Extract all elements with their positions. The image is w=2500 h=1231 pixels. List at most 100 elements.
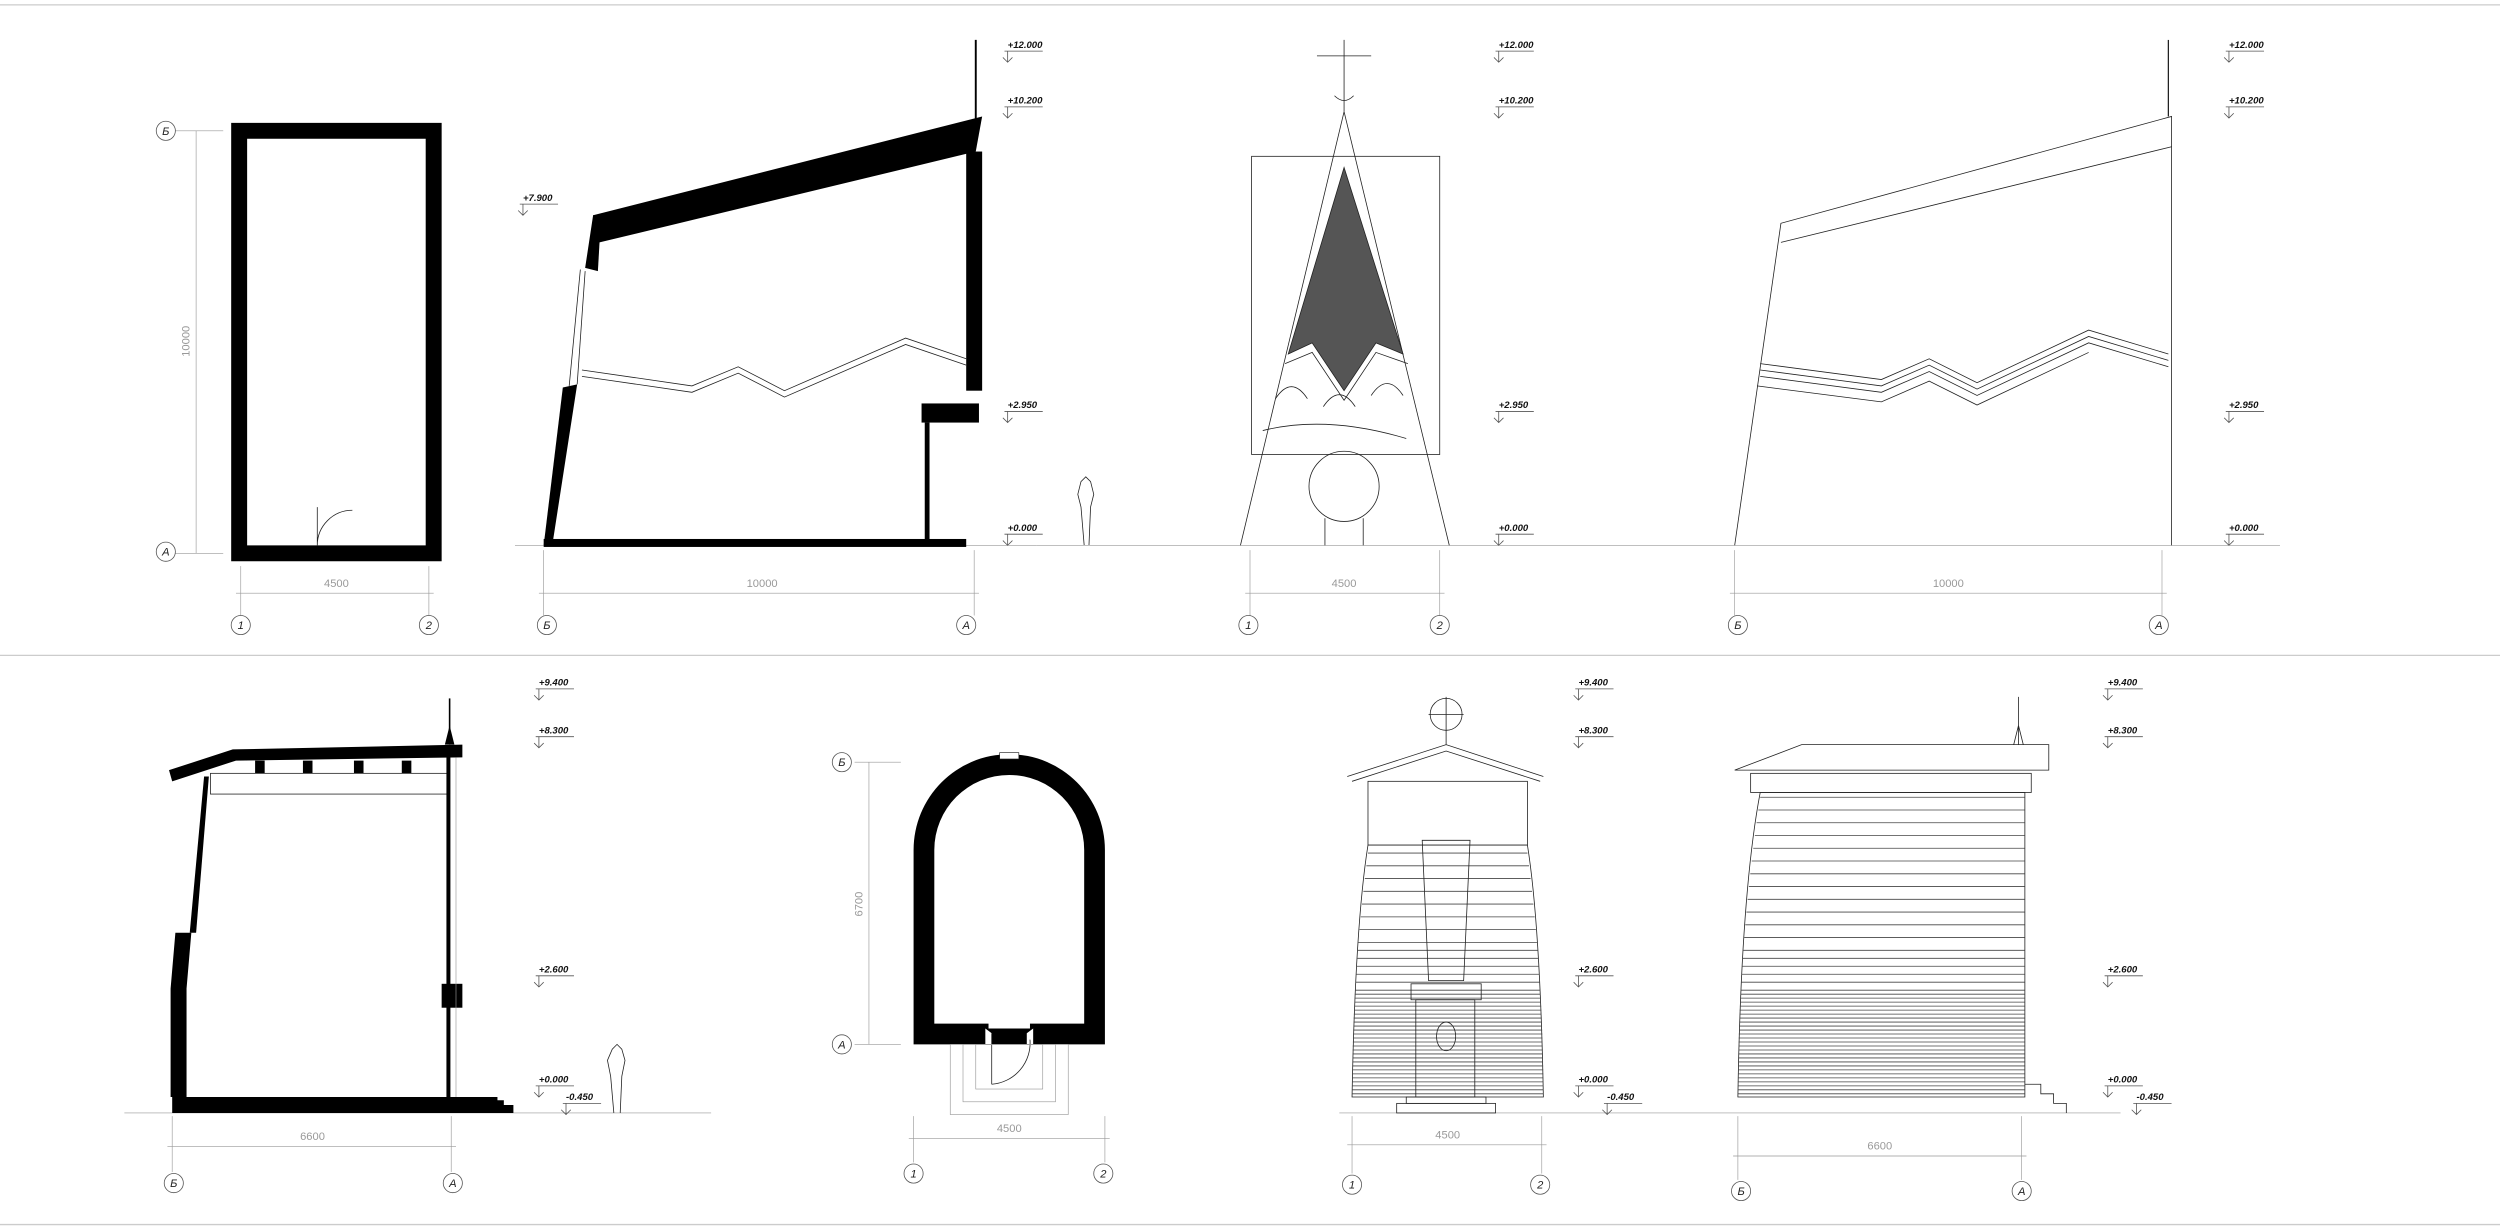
elevation-marker: +12.000	[1493, 40, 1534, 63]
elevation-label: +0.000	[2108, 1075, 2138, 1086]
elevation-label: +2.600	[1578, 965, 1608, 976]
dimension-label: 4500	[997, 1123, 1022, 1135]
grid-axis-label: Б	[1734, 620, 1741, 632]
elevation-arrow-icon	[1493, 411, 1534, 424]
elevation-label: +10.200	[1008, 96, 1043, 107]
elevation-marker: +8.300	[1573, 725, 1614, 749]
elevation-arrow-icon	[2223, 50, 2265, 63]
grid-axis-bubble: А	[956, 615, 977, 636]
elevation-label: +12.000	[2229, 40, 2264, 51]
elevation-marker: +10.200	[1493, 96, 1534, 119]
dimension-label: 4500	[1332, 578, 1357, 590]
grid-axis-bubble: Б	[536, 615, 557, 636]
elevation-arrow-icon	[1573, 736, 1614, 749]
elevation-arrow-icon	[1573, 975, 1614, 988]
elevation-arrow-icon	[1493, 50, 1534, 63]
elevation-marker: +0.000	[1573, 1075, 1614, 1098]
dimension-label: 10000	[181, 326, 193, 357]
elevation-label: +2.600	[539, 965, 569, 976]
top-section	[514, 39, 1095, 616]
grid-axis-bubble: 1	[1342, 1174, 1363, 1195]
elevation-marker: +2.600	[1573, 965, 1614, 988]
top-front-elevation	[1036, 39, 2280, 616]
elevation-arrow-icon	[2102, 736, 2143, 749]
grid-axis-bubble: 1	[1238, 615, 1259, 636]
elevation-marker: +10.200	[2223, 96, 2264, 119]
elevation-label: +2.600	[2108, 965, 2138, 976]
grid-axis-label: 2	[1436, 620, 1444, 632]
grid-axis-label: 2	[425, 620, 433, 632]
elevation-marker: +0.000	[533, 1075, 574, 1098]
elevation-marker: +2.600	[2102, 965, 2143, 988]
elevation-marker: +9.400	[2102, 678, 2143, 701]
dimension-label: 6600	[300, 1131, 325, 1143]
elevation-marker: +12.000	[2223, 40, 2265, 63]
grid-axis-bubble: Б	[1727, 615, 1748, 636]
grid-axis-bubble: 2	[1530, 1174, 1551, 1195]
elevation-marker: +10.200	[1002, 96, 1043, 119]
elevation-label: +0.000	[1008, 523, 1038, 534]
grid-axis-label: 1	[910, 1169, 916, 1181]
grid-axis-bubble: А	[155, 541, 176, 562]
grid-axis-label: 1	[1349, 1180, 1355, 1192]
grid-axis-bubble: Б	[155, 120, 176, 141]
elevation-marker: +12.000	[1002, 40, 1043, 63]
grid-axis-bubble: Б	[1731, 1181, 1752, 1202]
elevation-marker: +9.400	[533, 678, 574, 701]
grid-axis-label: Б	[162, 126, 169, 138]
elevation-arrow-icon	[533, 736, 574, 749]
elevation-marker: +7.900	[517, 193, 559, 216]
grid-axis-label: 1	[1245, 620, 1251, 632]
elevation-arrow-icon	[1493, 533, 1534, 546]
elevation-marker: -0.450	[2131, 1092, 2172, 1116]
elevation-label: +0.000	[1499, 523, 1529, 534]
elevation-label: +12.000	[1499, 40, 1534, 51]
elevation-arrow-icon	[2223, 533, 2265, 546]
dimension-label: 6600	[1867, 1141, 1892, 1153]
dimension-label: 10000	[1933, 578, 1964, 590]
elevation-label: +7.900	[523, 193, 553, 204]
grid-axis-label: А	[161, 547, 169, 559]
elevation-marker: +0.000	[2102, 1075, 2143, 1098]
human-scale-figure-icon	[607, 1043, 626, 1113]
elevation-label: -0.450	[566, 1092, 594, 1103]
grid-axis-bubble: А	[2148, 615, 2169, 636]
elevation-label: +2.950	[1499, 400, 1529, 411]
elevation-label: +9.400	[2108, 678, 2138, 689]
elevation-arrow-icon	[1573, 688, 1614, 701]
elevation-arrow-icon	[2102, 688, 2143, 701]
elevation-label: +0.000	[1578, 1075, 1608, 1086]
elevation-marker: +0.000	[1002, 523, 1043, 546]
elevation-marker: +2.950	[1002, 400, 1043, 424]
dimension-label: 6700	[854, 892, 866, 917]
grid-axis-label: А	[837, 1039, 845, 1051]
grid-axis-bubble: 1	[903, 1163, 924, 1184]
elevation-arrow-icon	[2223, 411, 2265, 424]
elevation-marker: +8.300	[533, 725, 574, 749]
elevation-arrow-icon	[1002, 50, 1043, 63]
elevation-label: +0.000	[539, 1075, 569, 1086]
elevation-arrow-icon	[2102, 975, 2143, 988]
elevation-arrow-icon	[1493, 106, 1534, 119]
elevation-arrow-icon	[1573, 1085, 1614, 1098]
elevation-marker: -0.450	[560, 1092, 602, 1116]
top-side-elevation	[1729, 39, 2172, 616]
bottom-side-elevation	[1733, 696, 2067, 1180]
elevation-arrow-icon	[2131, 1102, 2172, 1116]
elevation-arrow-icon	[560, 1102, 602, 1116]
elevation-label: -0.450	[2136, 1092, 2164, 1103]
elevation-marker: +2.600	[533, 965, 574, 988]
elevation-arrow-icon	[1602, 1102, 1643, 1116]
elevation-arrow-icon	[1002, 411, 1043, 424]
grid-axis-bubble: Б	[163, 1173, 184, 1194]
bottom-section	[124, 698, 712, 1172]
grid-axis-label: А	[448, 1178, 456, 1190]
bottom-plan	[854, 752, 1110, 1163]
elevation-label: +8.300	[1578, 725, 1608, 736]
grid-axis-label: 2	[1099, 1169, 1107, 1181]
elevation-label: -0.450	[1607, 1092, 1635, 1103]
elevation-label: +12.000	[1008, 40, 1043, 51]
elevation-arrow-icon	[2102, 1085, 2143, 1098]
grid-axis-label: Б	[543, 620, 550, 632]
grid-axis-bubble: А	[831, 1034, 852, 1055]
